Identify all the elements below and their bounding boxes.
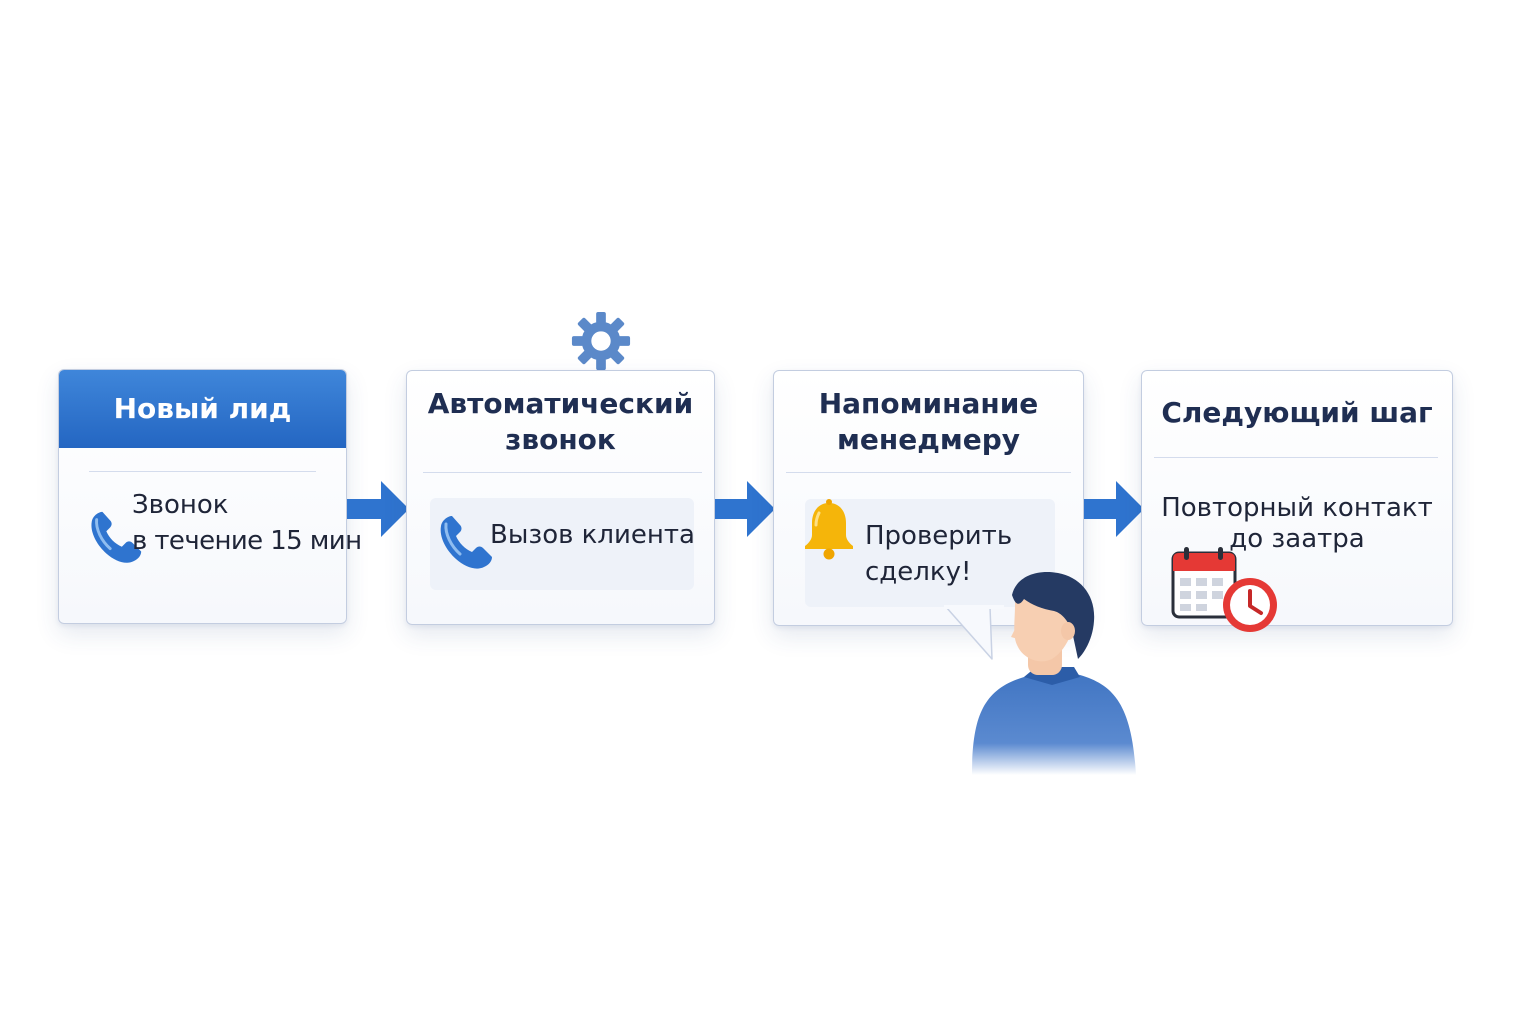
step-card-manager-reminder: Напоминание менедмеру Проверить сделку!: [773, 370, 1084, 626]
step-title-line2: менедмеру: [837, 423, 1020, 456]
step-action-text: Вызов клиента: [490, 520, 695, 550]
flow-arrow: [715, 481, 775, 537]
step-title-line1: Напоминание: [818, 387, 1039, 420]
step-text-line1: Звонок: [132, 490, 229, 520]
calendar-clock-icon: [1171, 547, 1277, 632]
step-card-next-step: Следующий шаг Повторный контакт до заатр…: [1141, 370, 1453, 632]
divider: [786, 472, 1071, 473]
flow-arrow: [1084, 481, 1144, 537]
step-text-line1: Повторный контакт: [1161, 493, 1433, 523]
divider: [423, 472, 702, 473]
step-title: Автоматический звонок: [407, 371, 714, 473]
phone-icon: [440, 516, 492, 569]
divider: [1154, 457, 1438, 458]
step-text-line2: до заатра: [1229, 524, 1365, 554]
step-text-line2: сделку!: [865, 557, 972, 587]
step-card-auto-call: Автоматический звонок Вызов клиента: [406, 370, 715, 625]
step-card-new-lead: Новый лид Звонок в течение 15 мин: [58, 369, 362, 624]
step-text-line2: в течение 15 мин: [132, 526, 362, 556]
step-title-line1: Автоматический: [427, 387, 694, 420]
step-title-line2: звонок: [505, 423, 616, 456]
phone-icon: [91, 511, 142, 563]
flow-arrow: [347, 481, 409, 537]
step-title: Напоминание менедмеру: [774, 371, 1083, 473]
step-text-line1: Проверить: [865, 521, 1013, 551]
gear-icon: [571, 311, 631, 371]
manager-avatar: [972, 571, 1136, 775]
action-box: Вызов клиента: [430, 498, 695, 590]
step-title: Новый лид: [59, 370, 346, 448]
reminder-box: [805, 499, 1055, 607]
speech-bubble-tail: [944, 605, 1004, 660]
bell-icon: [805, 499, 853, 560]
divider: [89, 471, 316, 472]
step-title: Следующий шаг: [1161, 396, 1433, 429]
